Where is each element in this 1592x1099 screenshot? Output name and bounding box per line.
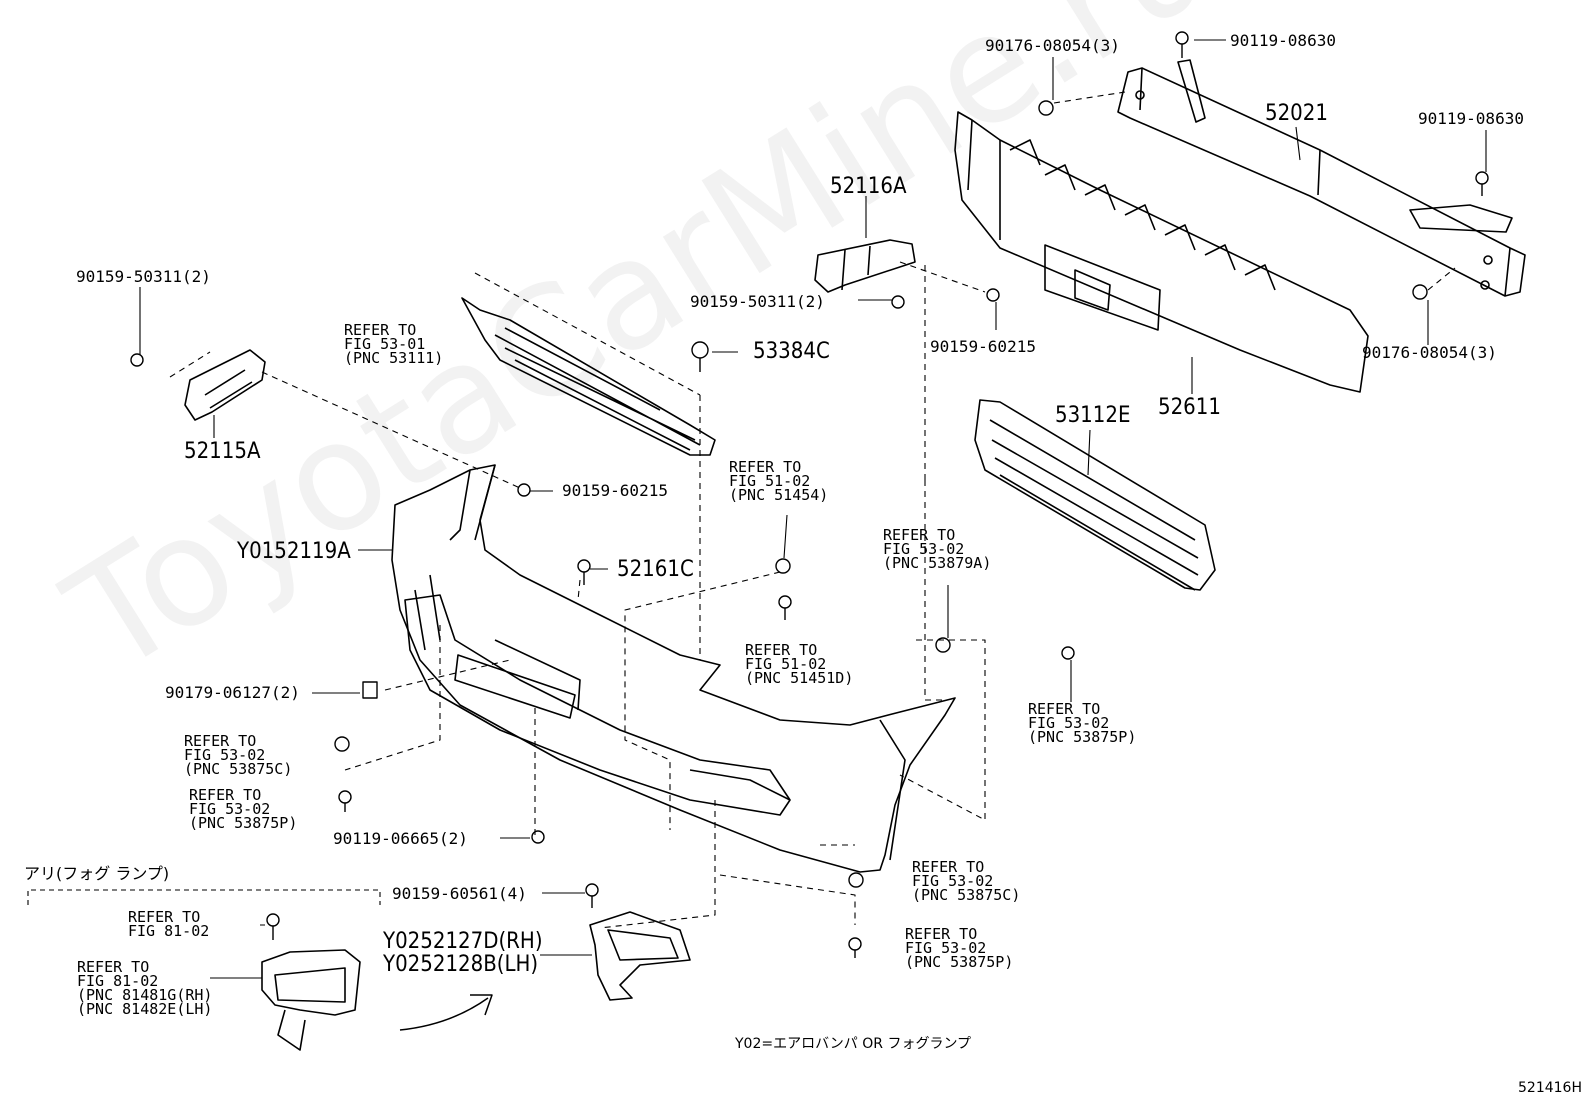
part-label-90176-08054-right: 90176-08054(3) (1362, 343, 1497, 362)
part-label-y0252128b-lh: Y0252128B(LH) (383, 952, 539, 977)
fog-lamp (261, 949, 361, 1051)
lower-grille-53112e (974, 399, 1216, 591)
part-label-53384c: 53384C (753, 339, 830, 364)
part-label-90159-50311-mid: 90159-50311(2) (690, 292, 825, 311)
ref-fig-53-02-pnc-53875c-left: REFER TO FIG 53-02 (PNC 53875C) (184, 732, 293, 778)
part-label-90119-08630-right: 90119-08630 (1418, 109, 1524, 128)
part-label-90179-06127: 90179-06127(2) (165, 683, 300, 702)
part-label-52021: 52021 (1265, 101, 1328, 126)
part-label-52611: 52611 (1158, 395, 1221, 420)
ref-fig-53-02-pnc-53879a: REFER TO FIG 53-02 (PNC 53879A) (883, 526, 992, 572)
ref-fig-53-01-pnc-53111: REFER TO FIG 53-01 (PNC 53111) (344, 321, 444, 367)
part-label-y0152119a: Y0152119A (237, 539, 351, 564)
upper-grille (461, 297, 716, 456)
part-label-90119-06665: 90119-06665(2) (333, 829, 468, 848)
fog-lamp-section-header: アリ(フォグ ランプ) (24, 864, 170, 883)
fog-lamp-bezel (589, 911, 691, 1001)
ref-fig-81-02: REFER TO FIG 81-02 (128, 908, 210, 940)
direction-arrow (399, 994, 493, 1031)
part-label-53112e: 53112E (1055, 403, 1131, 428)
figure-id: 521416H (1518, 1080, 1582, 1096)
part-label-y0252127d-rh: Y0252127D(RH) (383, 929, 543, 954)
bumper-reinforcement-52021 (1117, 59, 1526, 297)
part-label-90119-08630-top: 90119-08630 (1230, 31, 1336, 50)
ref-fig-81-02-pnc-81481g-81482e: REFER TO FIG 81-02 (PNC 81481G(RH) (PNC … (77, 958, 213, 1018)
bracket-52115a (184, 349, 266, 421)
fasteners (130, 31, 1489, 958)
ref-fig-53-02-pnc-53875c-bottom: REFER TO FIG 53-02 (PNC 53875C) (912, 858, 1021, 904)
fog-section-bracket (27, 889, 381, 905)
ref-fig-51-02-pnc-51454: REFER TO FIG 51-02 (PNC 51454) (729, 458, 829, 504)
bracket-52116a (814, 239, 916, 293)
ref-fig-53-02-pnc-53875p-bottom: REFER TO FIG 53-02 (PNC 53875P) (905, 925, 1014, 971)
part-label-90159-50311-left: 90159-50311(2) (76, 267, 211, 286)
part-label-52116a: 52116A (830, 174, 907, 199)
ref-fig-53-02-pnc-53875p-left: REFER TO FIG 53-02 (PNC 53875P) (189, 786, 298, 832)
part-label-52115a: 52115A (184, 439, 261, 464)
energy-absorber-52611 (954, 111, 1369, 393)
part-label-90159-60215-mid: 90159-60215 (930, 337, 1036, 356)
part-label-90159-60215-left: 90159-60215 (562, 481, 668, 500)
part-label-90159-60561: 90159-60561(4) (392, 884, 527, 903)
dashed-assembly-lines (169, 91, 1456, 929)
part-label-52161c: 52161C (617, 557, 694, 582)
bumper-cover-y0152119a (391, 464, 956, 873)
ref-fig-53-02-pnc-53875p-right: REFER TO FIG 53-02 (PNC 53875P) (1028, 700, 1137, 746)
footnote: Y02=エアロバンパ OR フォグランプ (735, 1036, 972, 1052)
part-label-90176-08054-top: 90176-08054(3) (985, 36, 1120, 55)
leader-lines (139, 39, 1487, 979)
ref-fig-51-02-pnc-51451d: REFER TO FIG 51-02 (PNC 51451D) (745, 641, 854, 687)
